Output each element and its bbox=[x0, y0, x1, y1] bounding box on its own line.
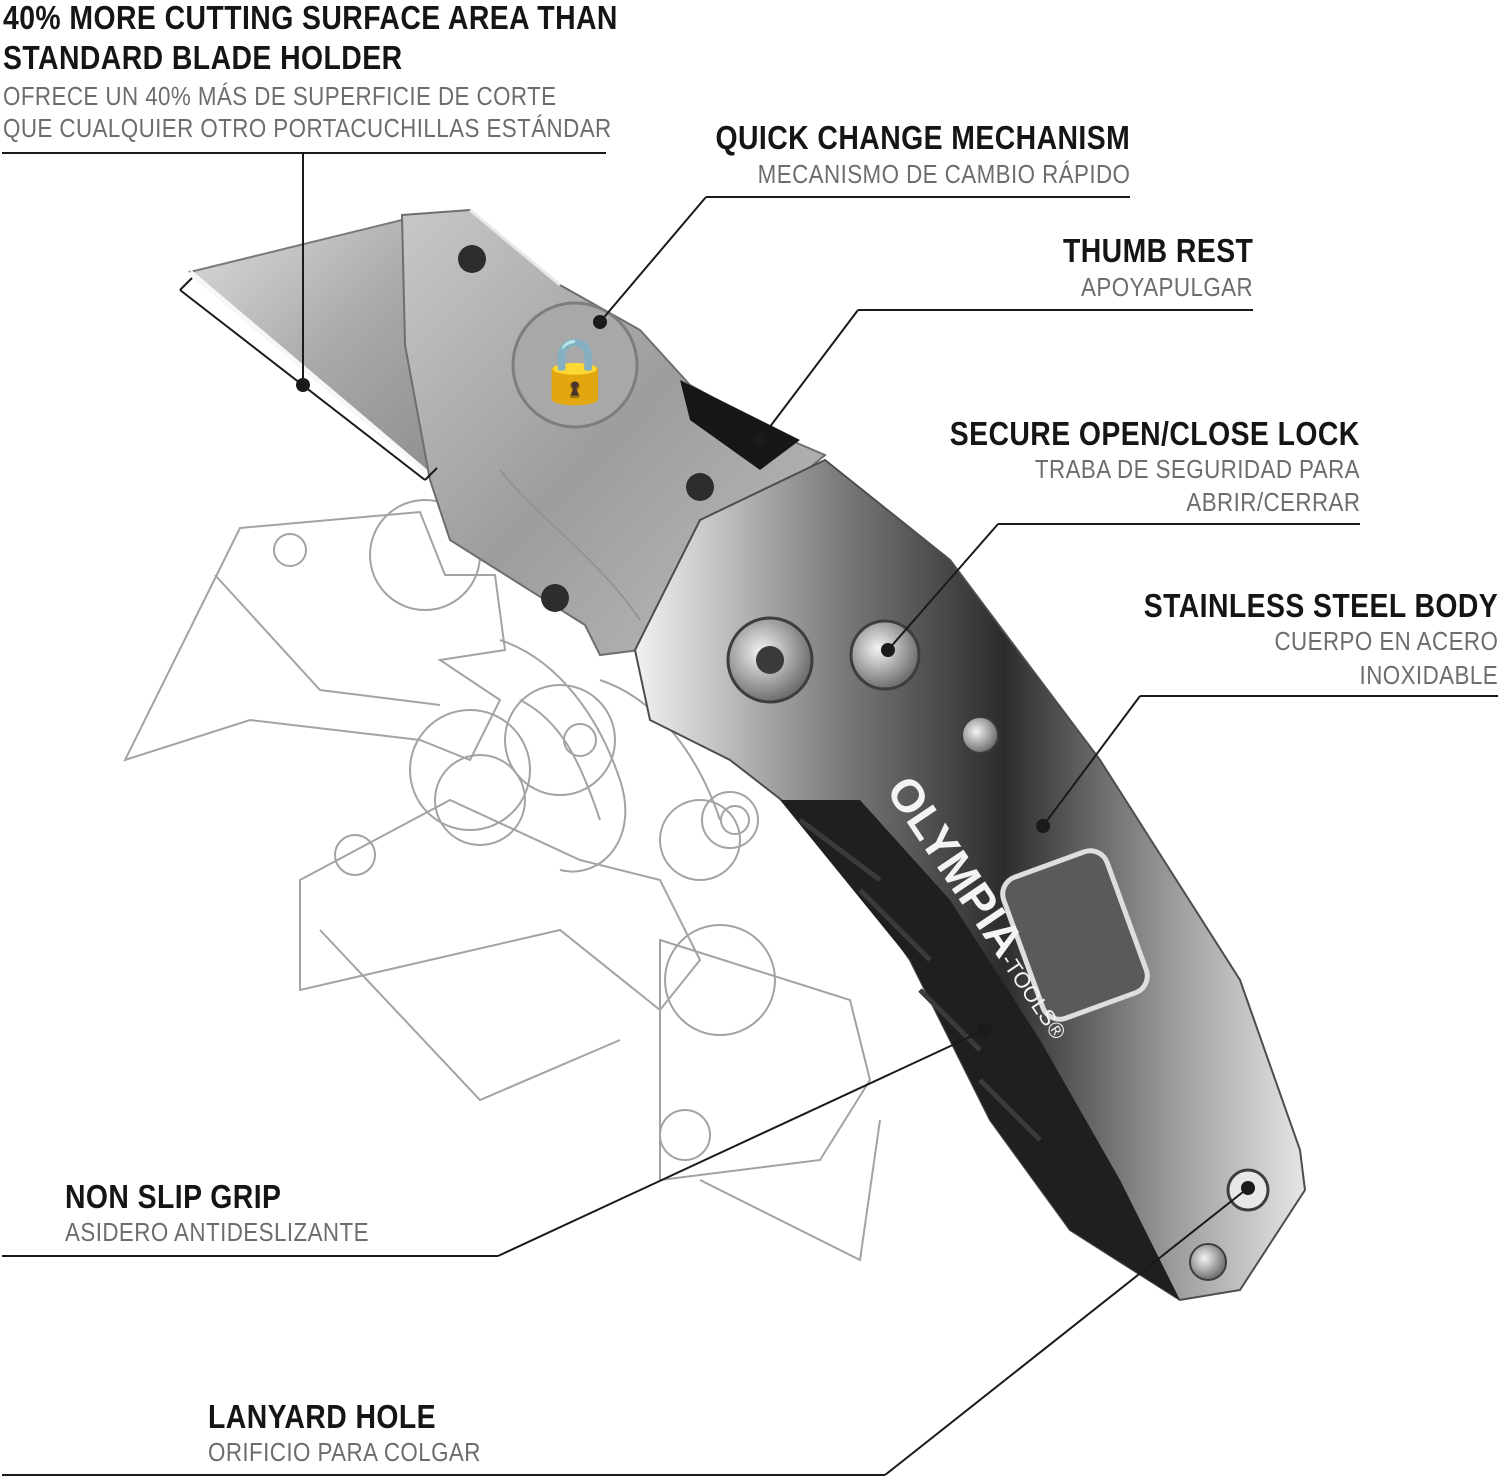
body-title: STAINLESS STEEL BODY bbox=[1143, 587, 1498, 624]
lanyard-subtitle: ORIFICIO PARA COLGAR bbox=[208, 1437, 481, 1467]
leader-lines bbox=[2, 152, 1498, 1476]
body-subtitle-line-2: INOXIDABLE bbox=[1359, 660, 1498, 690]
svg-text:🔒: 🔒 bbox=[535, 334, 615, 408]
quick-change-subtitle: MECANISMO DE CAMBIO RÁPIDO bbox=[757, 159, 1130, 189]
quick-change-title: QUICK CHANGE MECHANISM bbox=[715, 119, 1130, 156]
grip-title: NON SLIP GRIP bbox=[65, 1178, 282, 1215]
cutting-surface-subtitle-line-1: OFRECE UN 40% MÁS DE SUPERFICIE DE CORTE bbox=[3, 81, 557, 111]
thumb-rest-subtitle: APOYAPULGAR bbox=[1080, 272, 1253, 302]
lock-title: SECURE OPEN/CLOSE LOCK bbox=[950, 415, 1360, 452]
thumb-rest-title: THUMB REST bbox=[1062, 232, 1253, 269]
cutting-surface-title-line-1: 40% MORE CUTTING SURFACE AREA THAN bbox=[3, 0, 618, 36]
grip-subtitle: ASIDERO ANTIDESLIZANTE bbox=[65, 1217, 369, 1247]
background-sketch bbox=[123, 499, 881, 1262]
cutting-surface-subtitle-line-2: QUE CUALQUIER OTRO PORTACUCHILLAS ESTÁND… bbox=[3, 113, 612, 143]
lock-subtitle-line-1: TRABA DE SEGURIDAD PARA bbox=[1034, 454, 1360, 484]
lock-subtitle-line-2: ABRIR/CERRAR bbox=[1185, 487, 1360, 517]
body-subtitle-line-1: CUERPO EN ACERO bbox=[1274, 626, 1498, 656]
handle: OLYMPIA-TOOLS® bbox=[633, 458, 1307, 1302]
cutting-surface-title-line-2: STANDARD BLADE HOLDER bbox=[3, 39, 403, 76]
quick-change-button bbox=[511, 301, 639, 429]
lanyard-title: LANYARD HOLE bbox=[208, 1398, 437, 1435]
leader-dots bbox=[296, 315, 1255, 1195]
